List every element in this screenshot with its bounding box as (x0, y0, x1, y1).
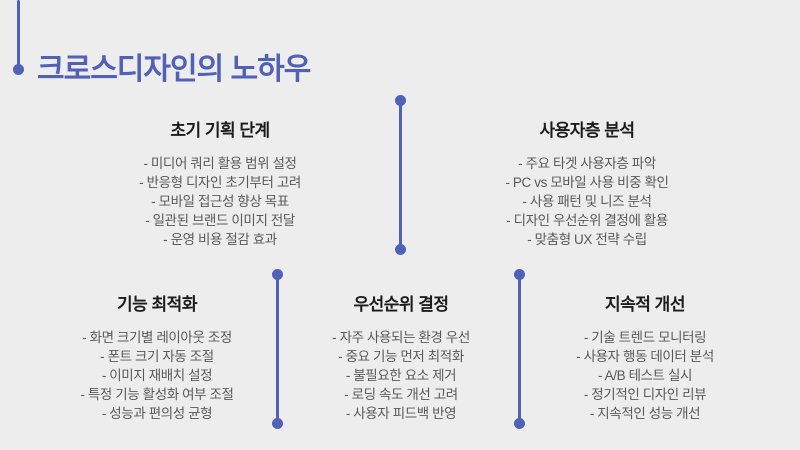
list-item: - 운영 비용 절감 효과 (163, 232, 277, 247)
list-item: - 특정 기능 활성화 여부 조절 (80, 387, 234, 402)
divider-line-bottom-right (517, 274, 521, 423)
section-continuous-improvement: 지속적 개선 - 기술 트렌드 모니터링 - 사용자 행동 데이터 분석 - A… (515, 290, 775, 423)
list-item: - 사용자 피드백 반영 (345, 406, 457, 421)
section-user-analysis-title: 사용자층 분석 (539, 121, 635, 140)
divider-dot-bottom-right-upper (513, 268, 525, 280)
list-item: - 일관된 브랜드 이미지 전달 (145, 213, 295, 228)
accent-dot-top-left (12, 63, 24, 75)
section-initial-planning-title: 초기 기획 단계 (170, 121, 270, 140)
list-item: - 맞춤형 UX 전략 수립 (527, 232, 647, 247)
section-feature-optimization: 기능 최적화 - 화면 크기별 레이아웃 조정 - 폰트 크기 자동 조절 - … (27, 290, 287, 423)
list-item: - 주요 타겟 사용자층 파악 (518, 156, 656, 171)
list-item: - 정기적인 디자인 리뷰 (583, 387, 707, 402)
list-item: - 디자인 우선순위 결정에 활용 (506, 213, 668, 228)
section-priority-decision-list: - 자주 사용되는 환경 우선 - 중요 기능 먼저 최적화 - 불필요한 요소… (271, 328, 531, 423)
section-initial-planning-list: - 미디어 쿼리 활용 범위 설정 - 반응형 디자인 초기부터 고려 - 모바… (80, 154, 360, 249)
section-feature-optimization-title: 기능 최적화 (117, 295, 197, 314)
list-item: - 반응형 디자인 초기부터 고려 (139, 175, 301, 190)
divider-dot-top-middle-upper (394, 94, 406, 106)
list-item: - 화면 크기별 레이아웃 조정 (82, 330, 232, 345)
section-initial-planning: 초기 기획 단계 - 미디어 쿼리 활용 범위 설정 - 반응형 디자인 초기부… (80, 116, 360, 249)
list-item: - 지속적인 성능 개선 (589, 406, 701, 421)
list-item: - 불필요한 요소 제거 (345, 368, 457, 383)
divider-dot-bottom-left-upper (271, 268, 283, 280)
list-item: - 폰트 크기 자동 조절 (100, 349, 214, 364)
list-item: - A/B 테스트 실시 (597, 368, 693, 383)
list-item: - 로딩 속도 개선 고려 (344, 387, 458, 402)
section-user-analysis-list: - 주요 타겟 사용자층 파악 - PC vs 모바일 사용 비중 확인 - 사… (447, 154, 727, 249)
list-item: - 미디어 쿼리 활용 범위 설정 (143, 156, 297, 171)
list-item: - 사용자 행동 데이터 분석 (576, 349, 714, 364)
list-item: - 기술 트렌드 모니터링 (583, 330, 707, 345)
divider-line-bottom-left (275, 274, 279, 423)
accent-line-top-left (16, 0, 20, 69)
list-item: - PC vs 모바일 사용 비중 확인 (505, 175, 669, 190)
section-continuous-improvement-list: - 기술 트렌드 모니터링 - 사용자 행동 데이터 분석 - A/B 테스트 … (515, 328, 775, 423)
list-item: - 이미지 재배치 설정 (101, 368, 213, 383)
list-item: - 성능과 편의성 균형 (101, 406, 213, 421)
section-feature-optimization-list: - 화면 크기별 레이아웃 조정 - 폰트 크기 자동 조절 - 이미지 재배치… (27, 328, 287, 423)
divider-dot-bottom-left-lower (271, 417, 283, 429)
divider-line-top-middle (398, 100, 402, 249)
divider-dot-top-middle-lower (394, 243, 406, 255)
slide-title: 크로스디자인의 노하우 (37, 53, 311, 87)
list-item: - 모바일 접근성 향상 목표 (151, 194, 289, 209)
section-continuous-improvement-title: 지속적 개선 (605, 295, 685, 314)
list-item: - 중요 기능 먼저 최적화 (338, 349, 464, 364)
section-priority-decision-title: 우선순위 결정 (353, 295, 449, 314)
list-item: - 자주 사용되는 환경 우선 (332, 330, 470, 345)
list-item: - 사용 패턴 및 니즈 분석 (522, 194, 652, 209)
section-priority-decision: 우선순위 결정 - 자주 사용되는 환경 우선 - 중요 기능 먼저 최적화 -… (271, 290, 531, 423)
divider-dot-bottom-right-lower (513, 417, 525, 429)
section-user-analysis: 사용자층 분석 - 주요 타겟 사용자층 파악 - PC vs 모바일 사용 비… (447, 116, 727, 249)
